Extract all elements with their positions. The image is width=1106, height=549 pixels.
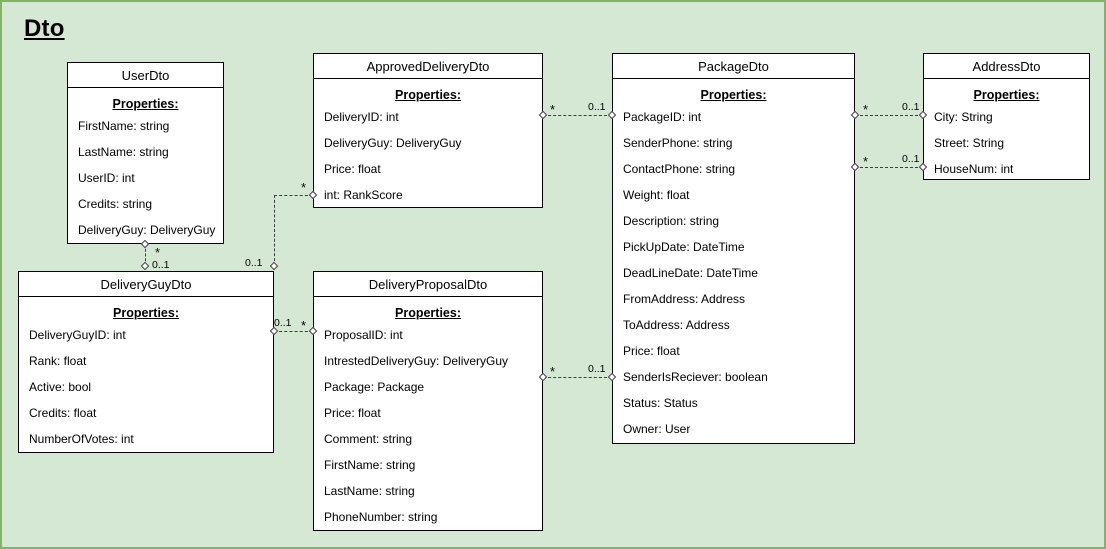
attribute-row: ContactPhone: string — [623, 162, 736, 176]
multiplicity-label: * — [301, 318, 307, 333]
section-label-package-dto: Properties: — [700, 88, 767, 102]
multiplicity-label: * — [155, 245, 161, 260]
multiplicity-label: * — [550, 102, 556, 117]
class-title-package-dto: PackageDto — [613, 54, 854, 79]
attribute-row: Description: string — [623, 214, 720, 228]
attribute-row: Street: String — [934, 136, 1005, 150]
multiplicity-label: 0..1 — [588, 363, 606, 375]
attribute-row: PhoneNumber: string — [324, 510, 438, 524]
attribute-list-package-dto: PackageID: int SenderPhone: string Conta… — [613, 104, 854, 450]
multiplicity-label: 0..1 — [152, 259, 170, 271]
attribute-row: IntrestedDeliveryGuy: DeliveryGuy — [324, 354, 509, 368]
attribute-row: ProposalID: int — [324, 328, 403, 342]
association-line-deliveryproposal-to-package[interactable] — [543, 377, 612, 378]
class-title-delivery-guy-dto: DeliveryGuyDto — [19, 272, 273, 297]
class-box-delivery-guy-dto[interactable]: DeliveryGuyDto Properties: DeliveryGuyID… — [18, 271, 274, 453]
attribute-row: HouseNum: int — [934, 162, 1014, 176]
multiplicity-label: 0..1 — [902, 101, 920, 113]
attribute-list-address-dto: City: String Street: String HouseNum: in… — [924, 104, 1089, 190]
attribute-row: Comment: string — [324, 432, 413, 446]
class-box-approved-delivery-dto[interactable]: ApprovedDeliveryDto Properties: Delivery… — [313, 53, 543, 208]
association-line-user-to-deliveryguy[interactable] — [145, 244, 146, 266]
multiplicity-label: * — [550, 364, 556, 379]
class-box-package-dto[interactable]: PackageDto Properties: PackageID: int Se… — [612, 53, 855, 444]
section-label-approved-delivery-dto: Properties: — [395, 88, 461, 102]
association-line-package-to-address-to[interactable] — [855, 167, 923, 168]
diagram-title: Dto — [24, 15, 65, 42]
association-end-diamond — [269, 261, 279, 271]
attribute-row: LastName: string — [324, 484, 415, 498]
attribute-row: int: RankScore — [324, 188, 403, 202]
attribute-list-delivery-guy-dto: DeliveryGuyID: int Rank: float Active: b… — [19, 322, 273, 460]
class-box-address-dto[interactable]: AddressDto Properties: City: String Stre… — [923, 53, 1090, 180]
attribute-row: FromAddress: Address — [623, 292, 746, 306]
attribute-row: DeliveryGuy: DeliveryGuy — [324, 136, 462, 150]
multiplicity-label: 0..1 — [245, 257, 263, 269]
attribute-row: FirstName: string — [78, 119, 170, 133]
attribute-row: Credits: string — [78, 197, 153, 211]
class-box-delivery-proposal-dto[interactable]: DeliveryProposalDto Properties: Proposal… — [313, 271, 543, 531]
association-end-diamond — [140, 261, 150, 271]
attribute-row: DeliveryID: int — [324, 110, 399, 124]
attribute-row: Weight: float — [623, 188, 690, 202]
multiplicity-label: 0..1 — [274, 317, 292, 329]
class-title-user-dto: UserDto — [68, 63, 223, 88]
association-line-package-to-address-from[interactable] — [855, 115, 923, 116]
multiplicity-label: 0..1 — [588, 101, 606, 113]
attribute-row: FirstName: string — [324, 458, 416, 472]
association-line-deliveryguy-to-approveddelivery-horizontal[interactable] — [274, 195, 313, 196]
attribute-row: Price: float — [324, 162, 381, 176]
attribute-row: DeliveryGuy: DeliveryGuy — [78, 223, 216, 237]
multiplicity-label: 0..1 — [902, 153, 920, 165]
attribute-row: Rank: float — [29, 354, 87, 368]
attribute-list-approved-delivery-dto: DeliveryID: int DeliveryGuy: DeliveryGuy… — [314, 104, 542, 216]
association-line-deliveryguy-to-approveddelivery-vertical[interactable] — [274, 195, 275, 266]
attribute-list-user-dto: FirstName: string LastName: string UserI… — [68, 113, 223, 251]
attribute-row: Credits: float — [29, 406, 97, 420]
attribute-row: Owner: User — [623, 422, 691, 436]
attribute-row: City: String — [934, 110, 993, 124]
attribute-list-delivery-proposal-dto: ProposalID: int IntrestedDeliveryGuy: De… — [314, 322, 542, 538]
attribute-row: Active: bool — [29, 380, 92, 394]
association-line-approveddelivery-to-package[interactable] — [543, 115, 612, 116]
attribute-row: DeliveryGuyID: int — [29, 328, 126, 342]
multiplicity-label: * — [863, 154, 869, 169]
class-box-user-dto[interactable]: UserDto Properties: FirstName: string La… — [67, 62, 224, 244]
attribute-row: LastName: string — [78, 145, 169, 159]
multiplicity-label: * — [863, 102, 869, 117]
attribute-row: Price: float — [324, 406, 381, 420]
section-label-delivery-proposal-dto: Properties: — [395, 306, 461, 320]
attribute-row: PackageID: int — [623, 110, 702, 124]
attribute-row: Price: float — [623, 344, 680, 358]
attribute-row: PickUpDate: DateTime — [623, 240, 745, 254]
attribute-row: SenderPhone: string — [623, 136, 733, 150]
attribute-row: DeadLineDate: DateTime — [623, 266, 758, 280]
section-label-address-dto: Properties: — [973, 88, 1040, 102]
attribute-row: Package: Package — [324, 380, 425, 394]
multiplicity-label: * — [301, 180, 307, 195]
attribute-row: Status: Status — [623, 396, 698, 410]
class-title-address-dto: AddressDto — [924, 54, 1089, 79]
section-label-delivery-guy-dto: Properties: — [113, 306, 179, 320]
attribute-row: SenderIsReciever: boolean — [623, 370, 768, 384]
attribute-row: NumberOfVotes: int — [29, 432, 134, 446]
class-title-delivery-proposal-dto: DeliveryProposalDto — [314, 272, 542, 297]
section-label-user-dto: Properties: — [112, 97, 179, 111]
class-title-approved-delivery-dto: ApprovedDeliveryDto — [314, 54, 542, 79]
attribute-row: ToAddress: Address — [623, 318, 730, 332]
association-line-deliveryguy-to-deliveryproposal[interactable] — [274, 331, 313, 332]
attribute-row: UserID: int — [78, 171, 135, 185]
